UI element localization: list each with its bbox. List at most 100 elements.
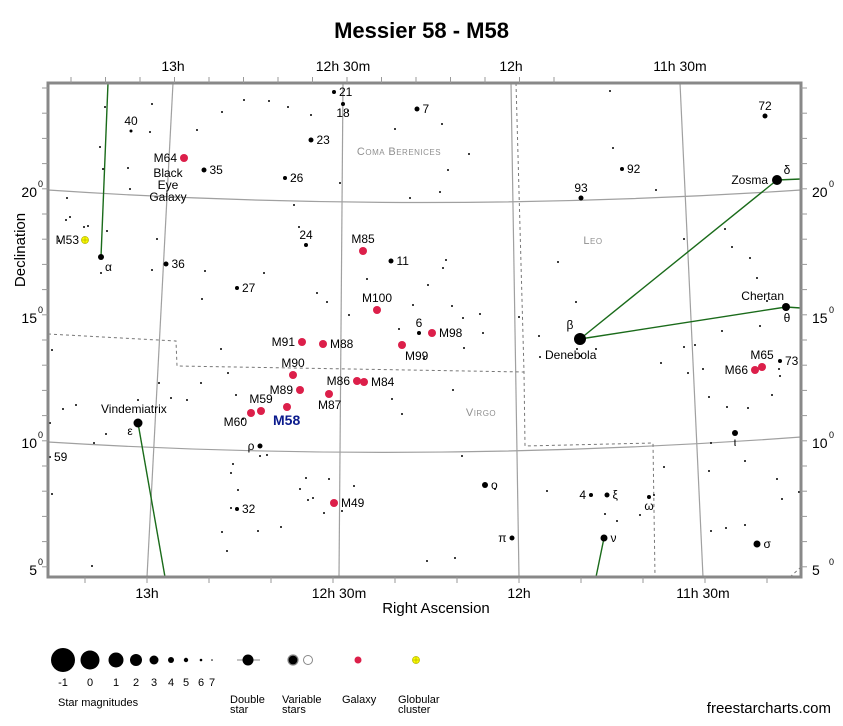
galaxy-m91[interactable] bbox=[298, 338, 306, 346]
star[interactable] bbox=[753, 540, 761, 548]
star-faint bbox=[230, 472, 232, 474]
galaxy-m100[interactable] bbox=[373, 306, 381, 314]
star[interactable] bbox=[235, 507, 239, 511]
ra-label-bottom: 11h 30m bbox=[676, 585, 729, 601]
plot-border bbox=[46, 81, 803, 579]
star-label: 23 bbox=[317, 133, 331, 147]
galaxy-m86[interactable] bbox=[353, 377, 361, 385]
dec-gridline-20 bbox=[48, 189, 801, 204]
star[interactable] bbox=[129, 129, 133, 133]
galaxy-label: M99 bbox=[405, 349, 429, 363]
star-faint bbox=[588, 579, 590, 581]
star-faint bbox=[237, 489, 239, 491]
star-faint bbox=[316, 292, 318, 294]
star[interactable] bbox=[482, 482, 488, 488]
star-faint bbox=[366, 278, 368, 280]
star-faint bbox=[776, 478, 778, 480]
dec-label-left: 5 bbox=[29, 562, 37, 578]
galaxy-m49[interactable] bbox=[330, 499, 338, 507]
star-faint bbox=[731, 246, 733, 248]
star-faint bbox=[151, 269, 153, 271]
star-faint bbox=[454, 557, 456, 559]
star-zosma[interactable] bbox=[772, 175, 782, 185]
galaxy-label: M58 bbox=[273, 412, 300, 428]
star-label: ξ bbox=[613, 488, 619, 502]
star-label: 73 bbox=[785, 354, 799, 368]
star[interactable] bbox=[235, 286, 239, 290]
star-faint bbox=[683, 238, 685, 240]
star[interactable] bbox=[604, 492, 610, 498]
star-faint bbox=[348, 314, 350, 316]
star[interactable] bbox=[620, 167, 624, 171]
constellation-name: LEO bbox=[583, 235, 602, 247]
star[interactable] bbox=[308, 137, 314, 143]
magnitude-dot bbox=[108, 652, 124, 668]
galaxy-label: M100 bbox=[362, 291, 392, 305]
star[interactable] bbox=[332, 90, 336, 94]
star[interactable] bbox=[341, 102, 345, 106]
star[interactable] bbox=[201, 167, 207, 173]
star-faint bbox=[87, 225, 89, 227]
magnitude-dot bbox=[168, 657, 174, 663]
star[interactable] bbox=[417, 331, 421, 335]
galaxy-m60[interactable] bbox=[247, 409, 255, 417]
star[interactable] bbox=[388, 258, 394, 264]
credit-link[interactable]: freestarcharts.com bbox=[706, 700, 831, 717]
star-faint bbox=[293, 204, 295, 206]
dec-label-left: 20 bbox=[21, 184, 37, 200]
star[interactable] bbox=[414, 106, 420, 112]
galaxy-m66[interactable] bbox=[751, 366, 759, 374]
star-faint bbox=[65, 219, 67, 221]
star-denebola[interactable] bbox=[574, 333, 586, 345]
degree-mark: 0 bbox=[38, 179, 43, 189]
star-faint bbox=[394, 128, 396, 130]
star[interactable] bbox=[163, 261, 169, 267]
galaxy-m65[interactable] bbox=[758, 363, 766, 371]
star-label: π bbox=[498, 531, 506, 545]
star[interactable] bbox=[578, 195, 584, 201]
galaxy-m90[interactable] bbox=[289, 371, 297, 379]
galaxy-m87[interactable] bbox=[325, 390, 333, 398]
galaxy-m89[interactable] bbox=[296, 386, 304, 394]
star[interactable] bbox=[647, 495, 651, 499]
galaxy-m59[interactable] bbox=[257, 407, 265, 415]
star[interactable] bbox=[778, 359, 782, 363]
star-chertan[interactable] bbox=[782, 303, 790, 311]
star[interactable] bbox=[257, 443, 263, 449]
star-label: 93 bbox=[574, 181, 588, 195]
star-faint bbox=[427, 284, 429, 286]
star-faint bbox=[539, 356, 541, 358]
ra-gridline bbox=[679, 83, 704, 577]
galaxy-label: M86 bbox=[327, 374, 351, 388]
galaxy-m64[interactable] bbox=[180, 154, 188, 162]
star[interactable] bbox=[762, 113, 768, 119]
star[interactable] bbox=[98, 254, 104, 260]
star[interactable] bbox=[304, 243, 308, 247]
star-faint bbox=[744, 524, 746, 526]
star-faint bbox=[479, 313, 481, 315]
star[interactable] bbox=[732, 430, 738, 436]
star-faint bbox=[268, 100, 270, 102]
galaxy-m58[interactable] bbox=[283, 403, 291, 411]
galaxy-m88[interactable] bbox=[319, 340, 327, 348]
galaxy-m99[interactable] bbox=[398, 341, 406, 349]
legend-globular-cluster-label: Globular bbox=[398, 694, 440, 706]
star-vindemiatrix[interactable] bbox=[133, 418, 143, 428]
galaxy-m85[interactable] bbox=[359, 247, 367, 255]
star[interactable] bbox=[589, 493, 593, 497]
galaxy-m98[interactable] bbox=[428, 329, 436, 337]
star[interactable] bbox=[600, 534, 608, 542]
star[interactable] bbox=[509, 535, 515, 541]
star-faint bbox=[612, 147, 614, 149]
star-name-label: Chertan bbox=[741, 289, 784, 303]
star-label: ω bbox=[644, 499, 653, 513]
galaxy-m84[interactable] bbox=[360, 378, 368, 386]
degree-mark: 0 bbox=[38, 557, 43, 567]
ra-label-top: 12h bbox=[499, 58, 522, 74]
star-faint bbox=[461, 455, 463, 457]
magnitude-dot bbox=[211, 659, 213, 661]
star-faint bbox=[426, 560, 428, 562]
magnitude-label: -1 bbox=[58, 677, 68, 689]
star-faint bbox=[242, 418, 244, 420]
star[interactable] bbox=[283, 176, 287, 180]
